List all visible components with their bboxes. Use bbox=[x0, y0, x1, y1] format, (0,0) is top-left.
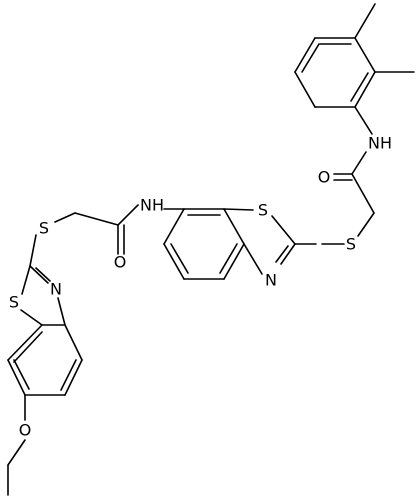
bond bbox=[354, 106, 373, 135]
bond bbox=[170, 243, 189, 274]
bond bbox=[223, 243, 245, 280]
amide-nitrogen-label: NH bbox=[140, 196, 164, 215]
bond bbox=[7, 439, 26, 466]
bond bbox=[13, 331, 43, 363]
ether-oxygen-label: O bbox=[19, 421, 32, 440]
thiazole-nitrogen-label: N bbox=[265, 271, 277, 290]
bond bbox=[223, 208, 254, 211]
bond bbox=[350, 72, 369, 102]
bond bbox=[29, 265, 49, 284]
thiazole-nitrogen-label: N bbox=[50, 280, 62, 299]
bond bbox=[275, 245, 289, 263]
bond bbox=[21, 265, 31, 295]
bond bbox=[163, 208, 185, 245]
thiazole-sulfur-label: S bbox=[258, 201, 268, 220]
thioether-sulfur-label: S bbox=[39, 219, 49, 238]
thiazole-sulfur-label: S bbox=[9, 293, 19, 312]
bond bbox=[280, 243, 296, 265]
bond bbox=[20, 309, 43, 326]
amine-label: NH bbox=[368, 134, 392, 153]
bond bbox=[294, 71, 316, 108]
bond bbox=[271, 215, 296, 245]
bond bbox=[223, 208, 245, 245]
bond bbox=[60, 359, 77, 391]
carbonyl-oxygen-label: O bbox=[318, 168, 331, 187]
bond bbox=[74, 212, 119, 226]
bond bbox=[13, 359, 30, 390]
carbonyl-oxygen-label: O bbox=[114, 253, 127, 272]
bond bbox=[163, 243, 185, 280]
bond bbox=[219, 243, 238, 274]
bond bbox=[354, 3, 376, 39]
bond bbox=[354, 71, 376, 108]
bond bbox=[351, 173, 375, 214]
bond bbox=[354, 37, 376, 73]
bond bbox=[35, 267, 51, 282]
bond bbox=[54, 212, 76, 223]
bond bbox=[29, 234, 37, 267]
bond bbox=[7, 359, 26, 396]
bond bbox=[351, 151, 367, 175]
bond bbox=[7, 324, 43, 361]
thioether-sulfur-label: S bbox=[346, 235, 356, 254]
atom-labels: NH O S S N NH O S S N O bbox=[9, 134, 392, 440]
bond bbox=[64, 359, 83, 396]
bond bbox=[117, 204, 139, 226]
bond bbox=[357, 212, 375, 237]
bond bbox=[64, 324, 83, 361]
bond bbox=[301, 43, 320, 73]
bond bbox=[57, 297, 66, 326]
bond bbox=[294, 37, 316, 73]
bonds bbox=[7, 3, 415, 496]
bond bbox=[243, 243, 263, 275]
